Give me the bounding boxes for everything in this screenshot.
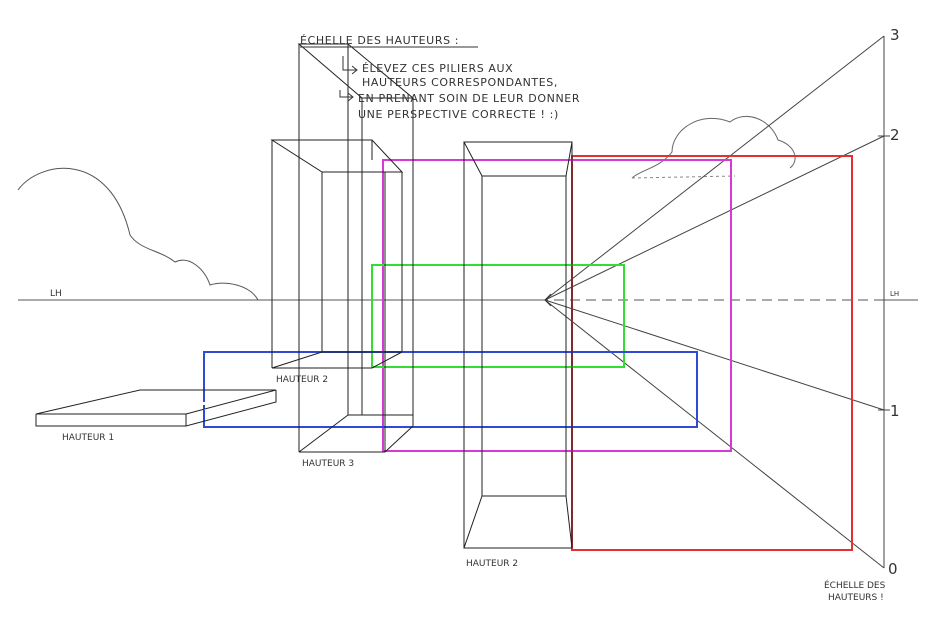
- magenta-rectangle: [382, 159, 732, 452]
- scale-number-0: 0: [888, 560, 898, 578]
- note-line-3: EN PRENANT SOIN DE LEUR DONNER: [358, 92, 580, 105]
- scale-number-2: 2: [890, 126, 900, 144]
- scale-number-1: 1: [890, 402, 900, 420]
- label-hauteur-3: HAUTEUR 3: [302, 459, 354, 469]
- front-pillar: [463, 141, 573, 549]
- cloud-left: [17, 167, 259, 301]
- slab-hauteur-1: [35, 389, 277, 427]
- tall-pillar: [297, 43, 415, 453]
- label-hauteur-2-lower: HAUTEUR 2: [466, 559, 518, 569]
- scale-number-3: 3: [890, 26, 900, 44]
- note-line-2: HAUTEURS CORRESPONDANTES,: [362, 76, 558, 89]
- title-text: ÉCHELLE DES HAUTEURS :: [300, 34, 459, 47]
- scale-caption-line-2: HAUTEURS !: [828, 593, 884, 603]
- horizon-label-right: LH: [890, 290, 899, 298]
- scale-caption-line-1: ÉCHELLE DES: [824, 579, 886, 591]
- vanishing-point-mark: [544, 293, 552, 307]
- note-line-1: ÉLEVEZ CES PILIERS AUX: [362, 62, 513, 75]
- blue-rectangle: [203, 351, 698, 428]
- cloud-right-base: [631, 175, 736, 179]
- green-rectangle: [371, 264, 625, 368]
- label-hauteur-2-upper: HAUTEUR 2: [276, 375, 328, 385]
- label-hauteur-1: HAUTEUR 1: [62, 433, 114, 443]
- note-arrows: [339, 56, 358, 102]
- medium-pillar: [270, 139, 404, 452]
- horizon-label-left: LH: [50, 289, 62, 299]
- vanishing-rays: [544, 35, 885, 569]
- note-line-4: UNE PERSPECTIVE CORRECTE ! :): [358, 108, 559, 121]
